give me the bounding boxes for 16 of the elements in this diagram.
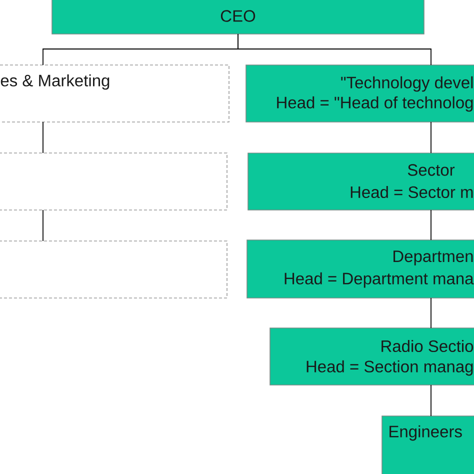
empty-box (0, 152, 228, 210)
connector-line (42, 210, 44, 242)
connector-line (430, 210, 432, 240)
connector-line (430, 298, 432, 328)
connector-line (42, 122, 44, 154)
connector-line (430, 384, 432, 416)
connector-line (238, 34, 432, 66)
org-box: "Technology devel Head = "Head of technolog (246, 64, 474, 122)
org-box: Engineers (382, 416, 474, 474)
org-box: CEO (52, 0, 424, 34)
org-box: Sector Head = Sector m (248, 152, 474, 210)
connector-line (430, 122, 432, 154)
org-box: Departmen Head = Department mana (246, 240, 474, 298)
org-box: Radio Sectio Head = Section manag (270, 328, 474, 386)
empty-box (0, 240, 228, 298)
dashed-box: es & Marketing (0, 64, 230, 122)
